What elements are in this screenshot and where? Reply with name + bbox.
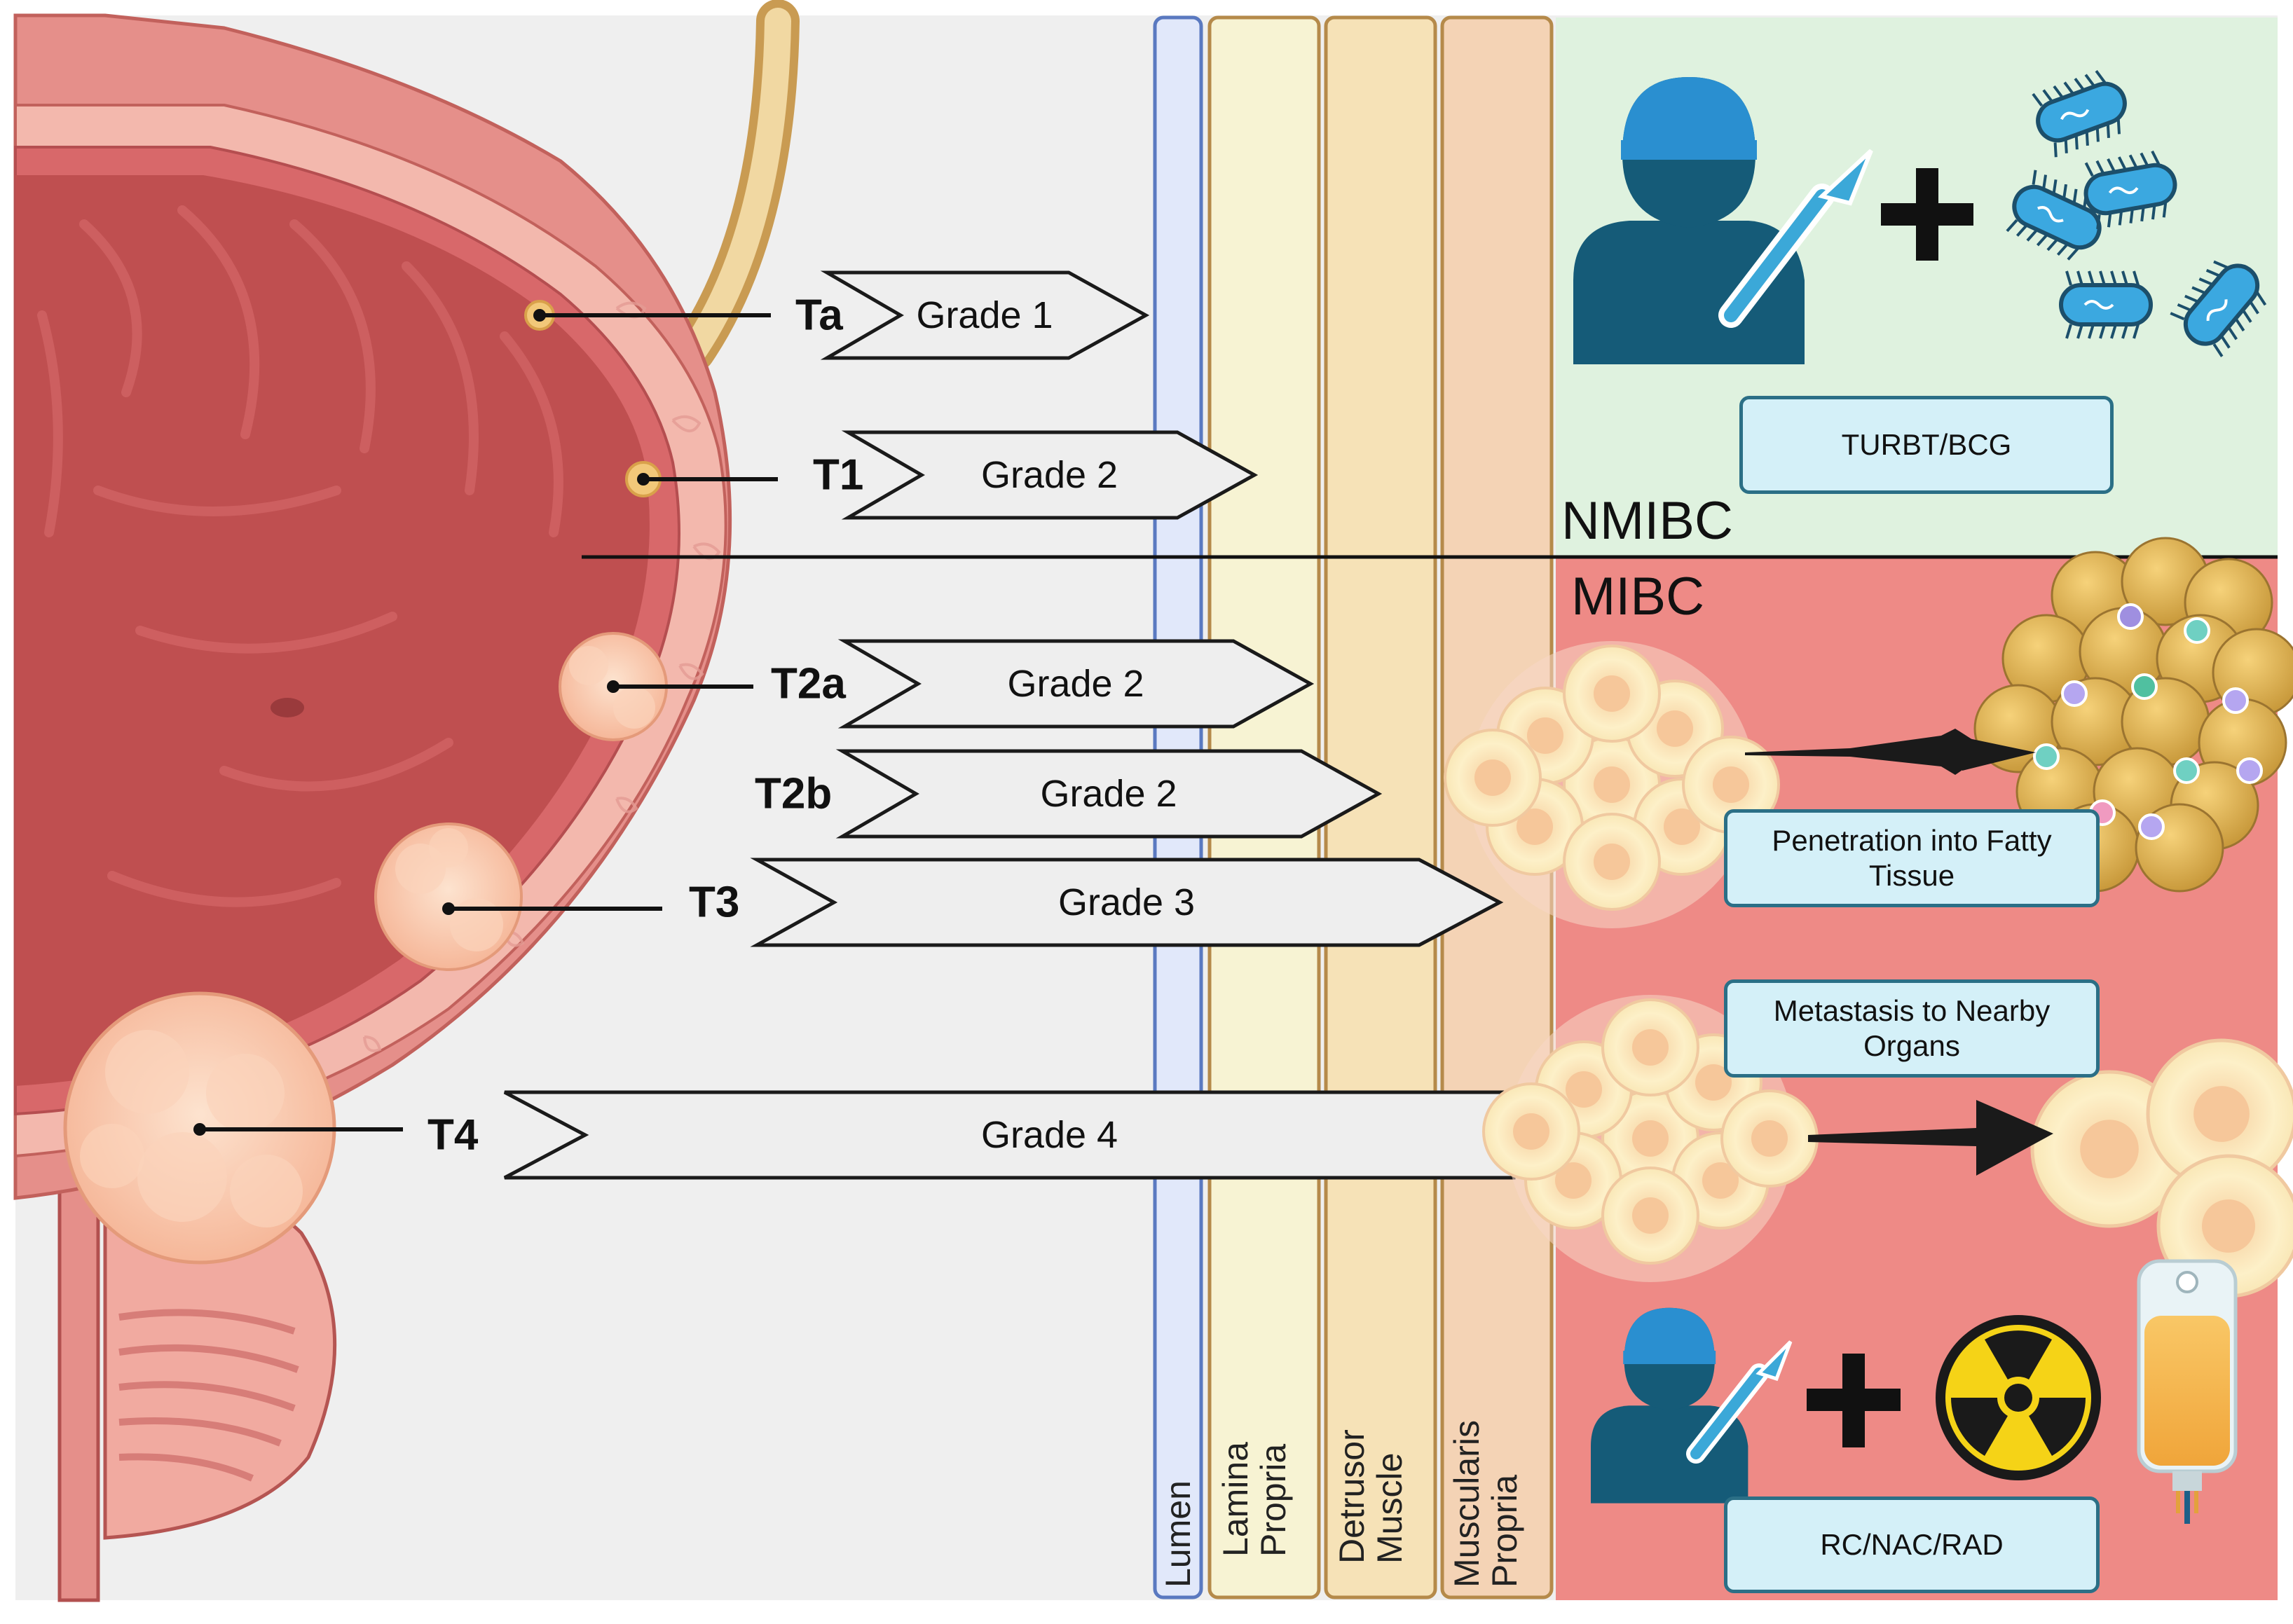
stage-label-t2a: T2a — [771, 659, 846, 708]
mibc-title: MIBC — [1571, 567, 1704, 626]
scalpel-icon — [1686, 1340, 1793, 1464]
grade-arrow-t1 — [841, 430, 1259, 520]
iv-bag-icon — [2137, 1259, 2238, 1524]
tumor-t3 — [374, 823, 523, 971]
radiation-icon — [1936, 1315, 2101, 1480]
metastasis-arrow — [1808, 1100, 2053, 1176]
grade-label-ta: Grade 1 — [916, 294, 1053, 336]
mibc-treatment-box: RC/NAC/RAD — [1724, 1496, 2100, 1593]
stage-label-ta: Ta — [795, 291, 843, 340]
grade-label-t1: Grade 2 — [980, 454, 1118, 496]
grade-label-t2b: Grade 2 — [1040, 773, 1177, 815]
grade-arrow-t2b — [835, 749, 1383, 839]
plus-icon — [1881, 168, 1973, 261]
stage-label-t1: T1 — [813, 450, 864, 500]
nmibc-title: NMIBC — [1561, 491, 1733, 551]
stage-label-t3: T3 — [689, 878, 740, 927]
grade-arrow-t4 — [503, 1090, 1516, 1180]
layer-label-lumen: Lumen — [1158, 1480, 1198, 1588]
pointer-lines — [200, 313, 778, 1131]
plus-icon — [1807, 1354, 1901, 1447]
ureteral-orifice — [271, 698, 304, 717]
grade-label-t3: Grade 3 — [1057, 881, 1196, 923]
penetration-arrow — [1745, 729, 1990, 775]
tumor-cluster-lower — [1482, 995, 1819, 1282]
surgeon-icon — [1573, 77, 1805, 364]
nmibc-treatment-box: TURBT/BCG — [1739, 396, 2114, 494]
mibc-tumor-clusters — [1444, 641, 1819, 1282]
grade-arrows — [503, 270, 1516, 1180]
stage-label-t2b: T2b — [755, 769, 833, 818]
scalpel-icon — [1718, 149, 1873, 328]
penetration-box: Penetration into Fatty Tissue — [1724, 809, 2100, 907]
tumor-cluster-upper — [1444, 641, 1780, 928]
grade-label-t2a: Grade 2 — [1007, 663, 1144, 705]
bacteria-icon — [2006, 70, 2267, 357]
grade-arrow-ta — [820, 270, 1150, 360]
metastasis-box: Metastasis to Nearby Organs — [1724, 979, 2100, 1078]
grade-label-t4: Grade 4 — [980, 1114, 1118, 1156]
metastasis-cells-icon — [2030, 1038, 2293, 1298]
stage-label-t4: T4 — [427, 1110, 479, 1159]
grade-arrow-t3 — [750, 858, 1504, 947]
grade-arrow-t2a — [837, 639, 1315, 729]
